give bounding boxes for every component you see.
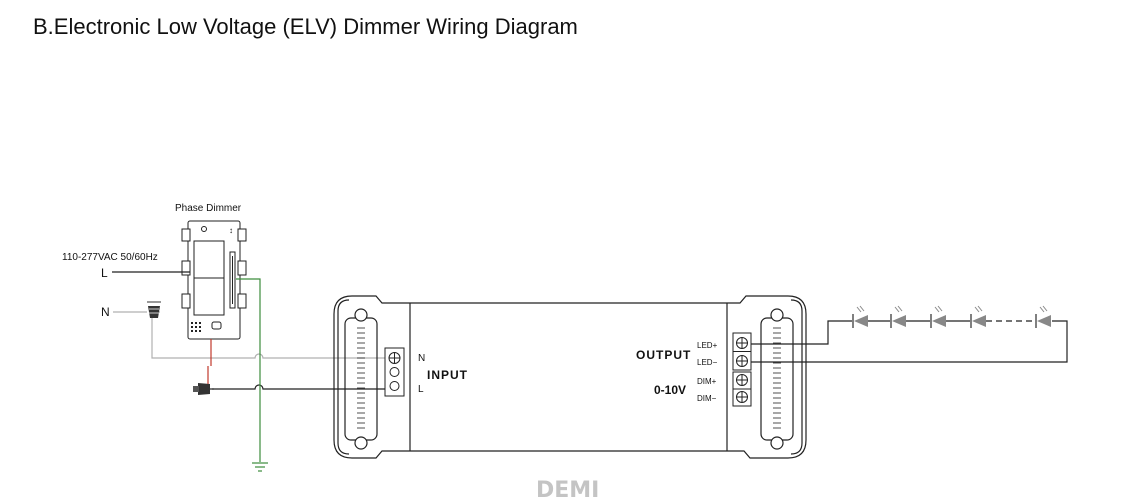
wire-nut-neutral — [147, 301, 161, 318]
diagram-title: B.Electronic Low Voltage (ELV) Dimmer Wi… — [33, 14, 578, 39]
wires — [112, 271, 1068, 462]
dimmer-label: Phase Dimmer — [175, 203, 242, 214]
watermark: DEMI — [536, 478, 599, 499]
output-label: OUTPUT — [636, 348, 691, 362]
dim-plus-label: DIM+ — [697, 377, 717, 386]
right-rail-ribs — [773, 327, 781, 429]
input-l-label: L — [418, 384, 424, 395]
led-3 — [930, 305, 946, 328]
dim-label: 0-10V — [654, 383, 686, 397]
led-1 — [852, 305, 868, 328]
svg-text:↕: ↕ — [229, 226, 233, 235]
ground-symbol — [252, 462, 268, 472]
input-terminal-block — [384, 347, 405, 397]
dim-minus-label: DIM− — [697, 394, 717, 403]
led-2 — [890, 305, 906, 328]
mains-neutral-label: N — [101, 305, 110, 319]
phase-dimmer: ↕ — [181, 220, 247, 340]
led-minus-label: LED− — [697, 358, 718, 367]
led-5 — [1035, 305, 1051, 328]
left-rail-ribs — [357, 327, 365, 429]
led-string — [852, 305, 1051, 328]
mains-line-label: L — [101, 266, 108, 280]
led-4 — [970, 305, 986, 328]
input-n-label: N — [418, 353, 425, 364]
wire-nut-live — [193, 366, 214, 395]
input-label: INPUT — [427, 368, 468, 382]
driver-housing — [333, 295, 807, 459]
output-terminal-block — [732, 332, 752, 407]
led-plus-label: LED+ — [697, 341, 718, 350]
mains-voltage-label: 110-277VAC 50/60Hz — [62, 252, 158, 263]
